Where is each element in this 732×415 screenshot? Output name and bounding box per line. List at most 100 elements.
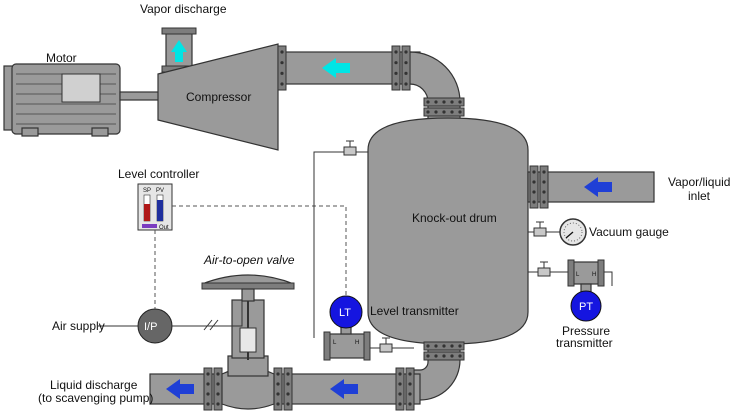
lt-to-controller-signal <box>172 205 347 308</box>
pt-high-port: H <box>592 272 596 278</box>
flange-bolt <box>398 372 402 376</box>
flange-bolt <box>542 170 546 174</box>
flange-bolt <box>442 354 446 358</box>
level-controller-label: Level controller <box>118 167 199 181</box>
flange-bolt <box>404 71 408 75</box>
flange-bolt <box>286 382 290 386</box>
flange-bolt <box>542 190 546 194</box>
motor-label: Motor <box>46 51 77 65</box>
flange-bolt <box>408 382 412 386</box>
flange-bolt <box>426 110 430 114</box>
flange-bolt <box>206 382 210 386</box>
flange-bolt <box>404 61 408 65</box>
control-valve <box>201 274 295 410</box>
flange-bolt <box>434 354 438 358</box>
vapor-discharge-arrow <box>171 40 187 62</box>
pt-tag: PT <box>579 301 593 313</box>
lt-tag: LT <box>339 307 351 319</box>
liquid-discharge-label-2: (to scavenging pump) <box>38 391 153 405</box>
flange-bolt <box>286 402 290 406</box>
compressor-suction-pipe <box>277 45 465 121</box>
flange-bolt <box>408 392 412 396</box>
flange-bolt <box>442 110 446 114</box>
flange-bolt <box>434 100 438 104</box>
flange-bolt <box>216 372 220 376</box>
pt-low-port: L <box>576 272 580 278</box>
flange-bolt <box>280 61 284 65</box>
knock-out-drum-label: Knock-out drum <box>412 211 497 225</box>
flange-bolt <box>280 82 284 86</box>
flange-bolt <box>206 392 210 396</box>
lt-high-port: H <box>355 340 359 346</box>
flange-bolt <box>394 71 398 75</box>
ip-to-valve-signal <box>172 300 243 327</box>
flange-bolt <box>426 100 430 104</box>
flange-bolt <box>458 354 462 358</box>
vacuum-gauge-label: Vacuum gauge <box>589 225 669 239</box>
flange-bolt <box>532 180 536 184</box>
flange-bolt <box>450 344 454 348</box>
liquid-outlet-pipe <box>149 341 465 411</box>
flange-bolt <box>394 50 398 54</box>
vapor-liquid-inlet-label-2: inlet <box>688 189 711 203</box>
flange-bolt <box>206 402 210 406</box>
flange-bolt <box>216 382 220 386</box>
compressor <box>157 43 279 151</box>
flange-bolt <box>276 372 280 376</box>
flange-bolt <box>394 82 398 86</box>
flange-bolt <box>280 71 284 75</box>
pressure-transmitter-label-1: Pressure <box>562 324 610 338</box>
flange-bolt <box>398 382 402 386</box>
vapor-discharge-label: Vapor discharge <box>140 2 227 16</box>
flange-bolt <box>398 392 402 396</box>
flange-bolt <box>206 372 210 376</box>
flange-bolt <box>542 200 546 204</box>
liquid-discharge-label-1: Liquid discharge <box>50 378 138 392</box>
air-to-open-valve-label: Air-to-open valve <box>203 253 295 267</box>
flange-bolt <box>450 100 454 104</box>
flange-bolt <box>280 50 284 54</box>
flange-bolt <box>286 372 290 376</box>
flange-bolt <box>398 402 402 406</box>
flange-bolt <box>434 110 438 114</box>
flange-bolt <box>532 200 536 204</box>
flange-bolt <box>458 100 462 104</box>
flange-bolt <box>450 354 454 358</box>
vacuum-gauge <box>559 218 587 246</box>
suction-flow-arrow <box>322 58 350 78</box>
compressor-label: Compressor <box>186 90 251 104</box>
flange-bolt <box>542 180 546 184</box>
flange-bolt <box>394 61 398 65</box>
vapor-liquid-inlet-label-1: Vapor/liquid <box>668 175 730 189</box>
pressure-transmitter-label-2: transmitter <box>556 336 613 350</box>
flange-bolt <box>426 344 430 348</box>
controller-out: Out <box>159 225 169 231</box>
flange-bolt <box>434 344 438 348</box>
flange-bolt <box>426 354 430 358</box>
flange-bolt <box>404 82 408 86</box>
flange-bolt <box>216 392 220 396</box>
controller-sp: SP <box>143 188 151 194</box>
level-transmitter: L H LT <box>323 295 371 361</box>
outlet-flow-arrow <box>330 379 358 399</box>
flange-bolt <box>408 402 412 406</box>
inlet-pipe <box>527 165 655 209</box>
controller-pv: PV <box>156 188 164 194</box>
discharge-flow-arrow <box>166 379 194 399</box>
flange-bolt <box>458 110 462 114</box>
flange-bolts <box>206 50 546 406</box>
flange-bolt <box>276 382 280 386</box>
knock-out-drum <box>367 117 529 345</box>
flange-bolt <box>286 392 290 396</box>
ip-tag: I/P <box>144 321 157 333</box>
flange-bolt <box>404 50 408 54</box>
flange-bolt <box>408 372 412 376</box>
flange-bolt <box>442 100 446 104</box>
flange-bolt <box>458 344 462 348</box>
lt-low-port: L <box>333 340 337 346</box>
pressure-transmitter: L H PT <box>567 259 605 322</box>
level-transmitter-label: Level transmitter <box>370 304 459 318</box>
flange-bolt <box>442 344 446 348</box>
flange-bolt <box>276 392 280 396</box>
